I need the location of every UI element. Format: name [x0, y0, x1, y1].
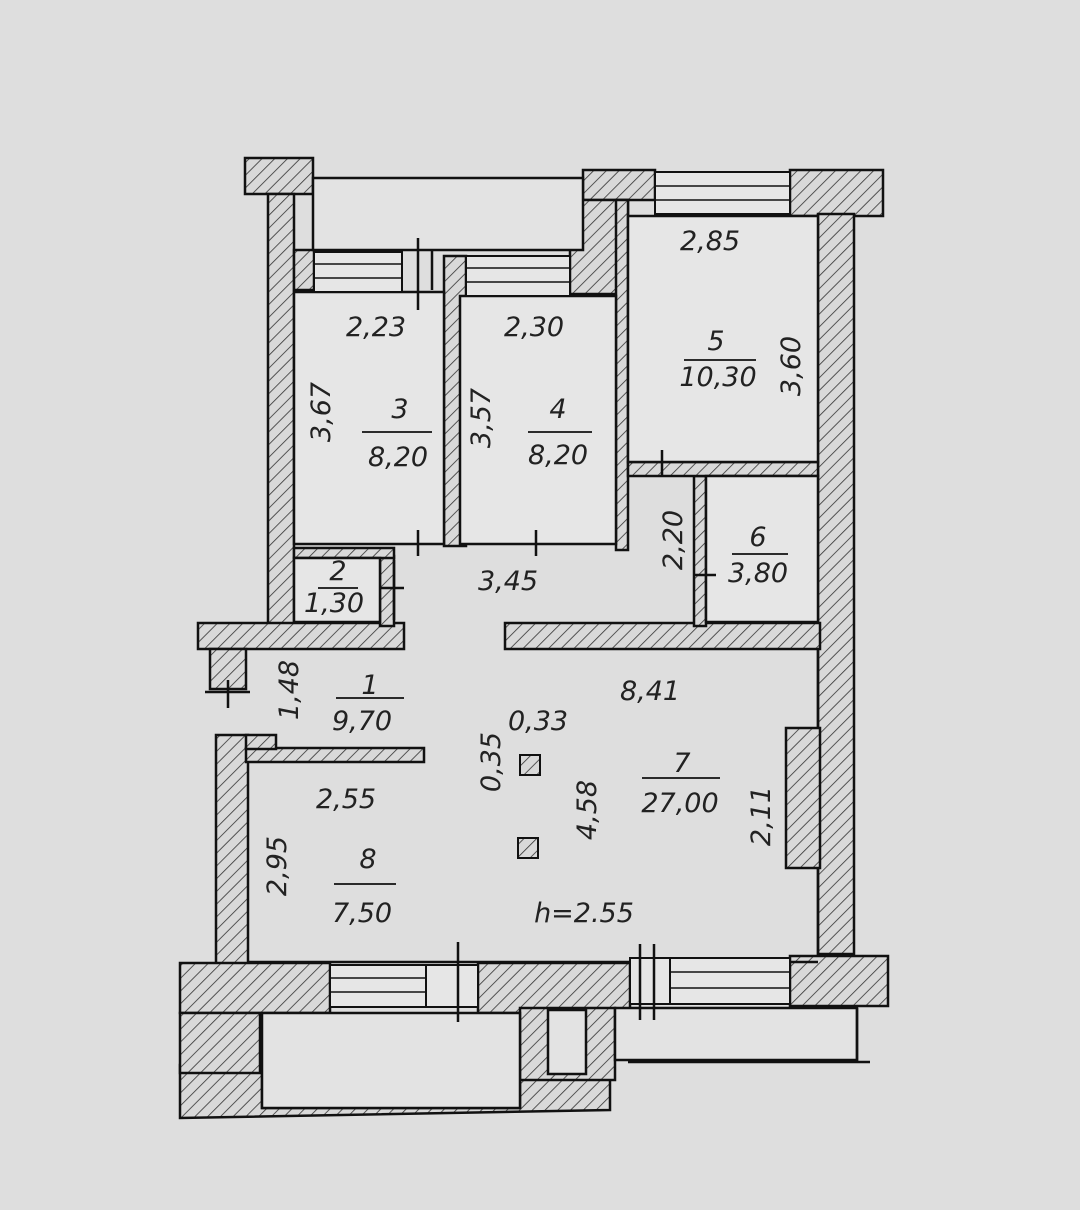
column-upper: [519, 754, 541, 776]
wall-corridor-mid: [503, 621, 822, 651]
wall-loggia-left: [178, 1011, 262, 1075]
room-7-number: 7: [673, 748, 690, 779]
balcony-top: [311, 176, 585, 252]
dim-room8-depth: 2,95: [262, 836, 293, 896]
dim-room3-width: 2,23: [346, 312, 406, 343]
window-room7-door: [629, 957, 671, 1005]
wall-window-pier-left: [292, 248, 316, 292]
dim-column-width: 0,33: [508, 706, 568, 737]
dim-room1-depth: 1,48: [274, 660, 305, 720]
room-4-area: 8,20: [528, 440, 588, 471]
window-room7: [669, 957, 791, 1005]
room-8-area: 7,50: [332, 898, 392, 929]
windows: [313, 171, 791, 1008]
dimension-labels: 2,85 2,23 2,30 3,45 8,41 0,33 2,55 h=2.5…: [262, 226, 807, 929]
wall-partition-step: [244, 733, 278, 751]
loggia-bottom-right: [613, 1006, 859, 1062]
dim-room8-width: 2,55: [316, 784, 376, 815]
loggia-bottom: [260, 1011, 522, 1110]
room-1-area: 9,70: [332, 706, 392, 737]
wall-room4-right: [614, 198, 630, 552]
dim-room4-width: 2,30: [504, 312, 564, 343]
columns: [517, 754, 541, 859]
wall-room6-left: [692, 474, 708, 628]
window-room3: [313, 251, 403, 293]
ceiling-height: h=2.55: [534, 898, 634, 929]
fraction-lines: [318, 359, 788, 885]
room-5-area: 10,30: [679, 362, 756, 393]
window-room8-door: [425, 964, 479, 1008]
room-outlines: [260, 176, 859, 1110]
dim-room5-width: 2,85: [680, 226, 740, 257]
room-6-area: 3,80: [728, 558, 788, 589]
column-lower: [517, 837, 539, 859]
room-5-number: 5: [707, 326, 724, 357]
room-6-outline: [704, 474, 820, 624]
window-panes: [314, 185, 790, 993]
room-3-number: 3: [391, 394, 408, 425]
room-3-outline: [292, 290, 446, 546]
room-5-outline: [626, 214, 820, 464]
window-room5: [654, 171, 791, 215]
door-marks: [205, 238, 716, 1022]
wall-top-mid: [581, 168, 657, 202]
room-2-area: 1,30: [304, 588, 364, 619]
room-3-area: 8,20: [368, 442, 428, 473]
wall-bottom-mid: [476, 961, 632, 1015]
dim-room7-width: 8,41: [620, 676, 680, 707]
room-8-number: 8: [359, 844, 376, 875]
wall-room2-right: [378, 554, 396, 628]
wall-bottom-left: [178, 961, 332, 1015]
dim-room5-depth: 3,60: [776, 336, 807, 396]
walls: [178, 156, 890, 1120]
wall-top-left: [243, 156, 315, 196]
dim-room3-depth: 3,67: [306, 382, 337, 442]
room-2-outline: [292, 556, 382, 624]
dim-niche-depth: 2,11: [746, 786, 777, 846]
wall-right: [816, 212, 856, 956]
wall-partition-1-8: [244, 746, 426, 764]
dim-hall-width: 3,45: [478, 566, 538, 597]
room-4-number: 4: [549, 394, 566, 425]
loggia-pier-box: [546, 1008, 588, 1076]
room-7-area: 27,00: [641, 788, 718, 819]
room-1-number: 1: [361, 670, 378, 701]
dim-column-depth: 0,35: [476, 732, 507, 792]
wall-niche: [784, 726, 822, 870]
room-labels: 3 8,20 4 8,20 5 10,30 6 3,80 2 1,30 1 9,…: [304, 326, 788, 929]
window-room4: [465, 255, 571, 297]
dim-room4-depth: 3,57: [466, 388, 497, 448]
wall-bottom-right: [788, 954, 890, 1008]
dim-room6-passage: 2,20: [658, 510, 689, 570]
wall-top-right: [788, 168, 885, 218]
dim-room7-depth: 4,58: [572, 780, 603, 840]
room-2-number: 2: [329, 556, 346, 587]
wall-room5-bottom: [626, 460, 820, 478]
window-room8: [329, 964, 427, 1008]
wall-left-upper: [266, 192, 296, 626]
room-6-number: 6: [749, 522, 766, 553]
wall-left-step: [196, 621, 406, 651]
